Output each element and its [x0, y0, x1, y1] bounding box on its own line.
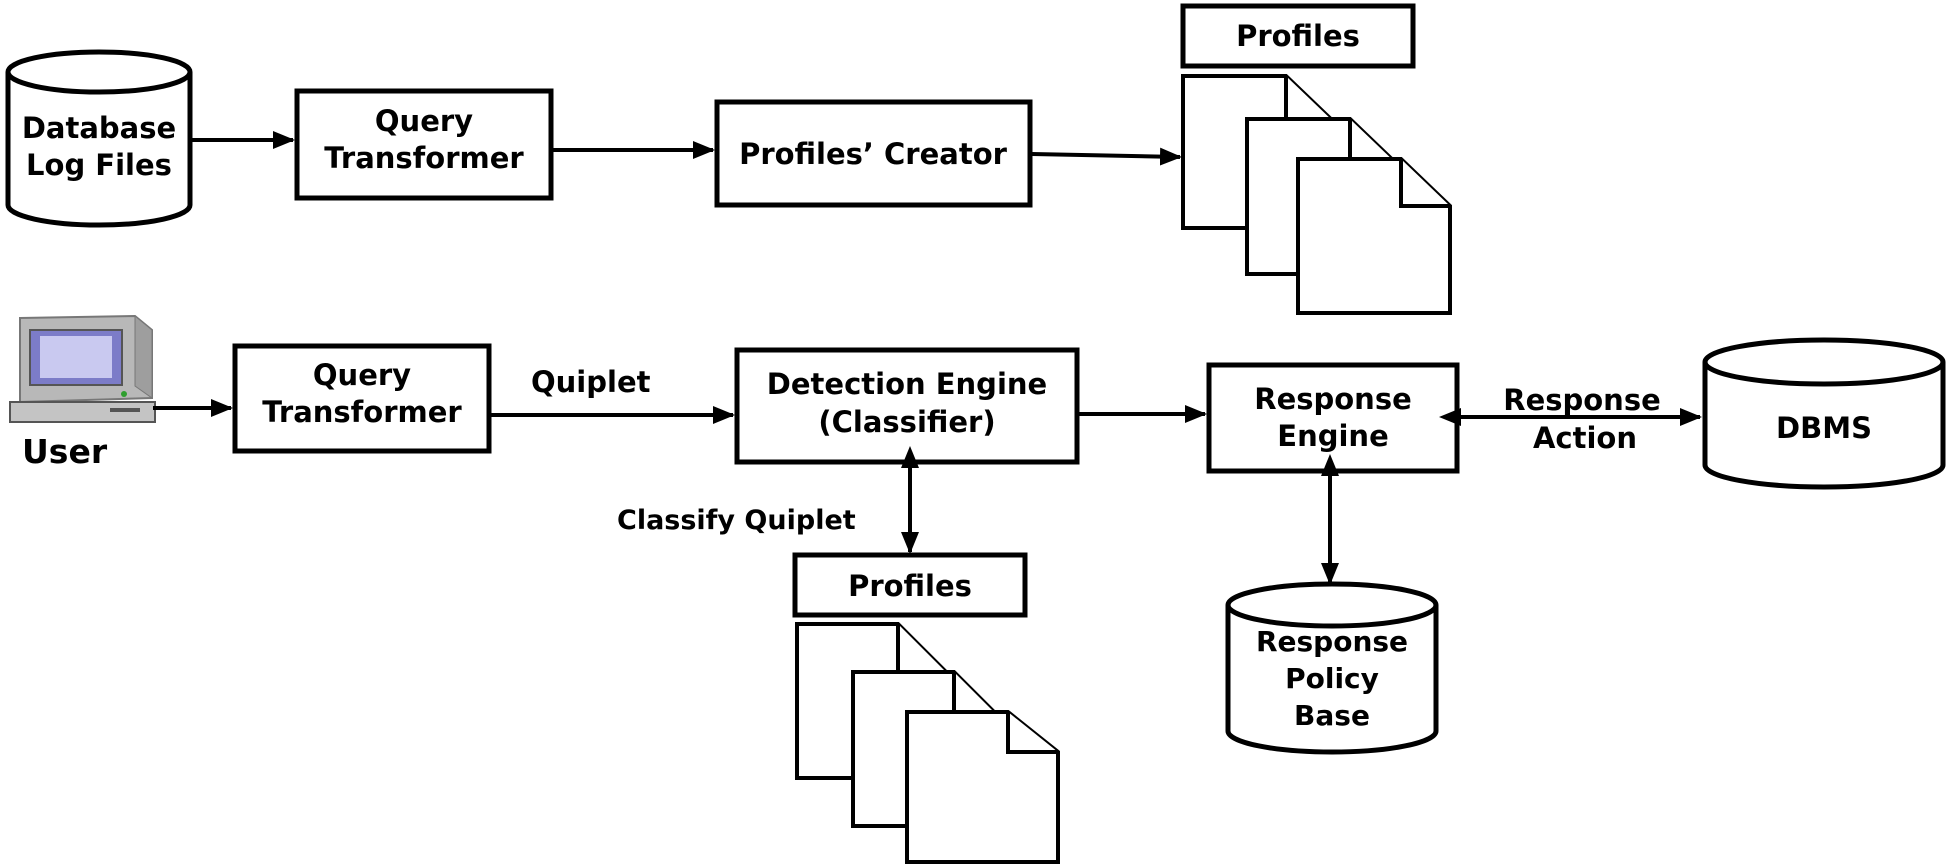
- dbms-label: DBMS: [1776, 411, 1872, 445]
- arrow-creator-to-profiles: [1031, 147, 1182, 166]
- classify-quiplet-label: Classify Quiplet: [617, 505, 856, 536]
- quiplet-label: Quiplet: [531, 365, 651, 399]
- database-log-files-cylinder: Database Log Files: [5, 49, 193, 228]
- response-engine-box: Response Engine: [1206, 362, 1460, 474]
- response-action-label-line1: Response: [1503, 383, 1661, 417]
- response-engine-label-line1: Response: [1254, 382, 1412, 416]
- database-log-files-label-line1: Database: [22, 111, 176, 145]
- query-transformer-top-label-line2: Transformer: [324, 141, 524, 175]
- dbms-cylinder: DBMS: [1702, 337, 1946, 490]
- user-computer-icon: [9, 314, 156, 423]
- profiles-label-box-top: Profiles: [1180, 3, 1416, 69]
- query-transformer-bottom-label-line1: Query: [313, 358, 411, 392]
- database-log-files-label-line2: Log Files: [26, 148, 172, 182]
- response-policy-base-cylinder: Response Policy Base: [1225, 581, 1439, 755]
- response-engine-label-line2: Engine: [1277, 419, 1388, 453]
- response-action-label-line2: Action: [1533, 421, 1637, 455]
- query-transformer-bottom-label-line2: Transformer: [262, 395, 462, 429]
- profile-documents-icon-top: [1181, 74, 1452, 315]
- response-policy-base-label-line2: Policy: [1285, 662, 1379, 695]
- query-transformer-box-bottom: Query Transformer: [232, 343, 492, 454]
- profiles-creator-label: Profiles’ Creator: [739, 137, 1008, 171]
- profiles-bottom-label: Profiles: [848, 569, 972, 603]
- query-transformer-top-label-line1: Query: [375, 104, 473, 138]
- detection-engine-label-line2: (Classifier): [818, 405, 995, 439]
- profiles-label-box-bottom: Profiles: [792, 552, 1028, 618]
- detection-engine-label-line1: Detection Engine: [767, 367, 1047, 401]
- profile-documents-icon-bottom: [795, 622, 1060, 864]
- profiles-top-label: Profiles: [1236, 19, 1360, 53]
- detection-engine-box: Detection Engine (Classifier): [734, 347, 1080, 465]
- response-policy-base-label-line3: Base: [1294, 699, 1370, 732]
- user-label: User: [22, 432, 108, 471]
- profiles-creator-box: Profiles’ Creator: [714, 99, 1033, 208]
- response-policy-base-label-line1: Response: [1256, 625, 1408, 658]
- query-transformer-box-top: Query Transformer: [294, 88, 554, 201]
